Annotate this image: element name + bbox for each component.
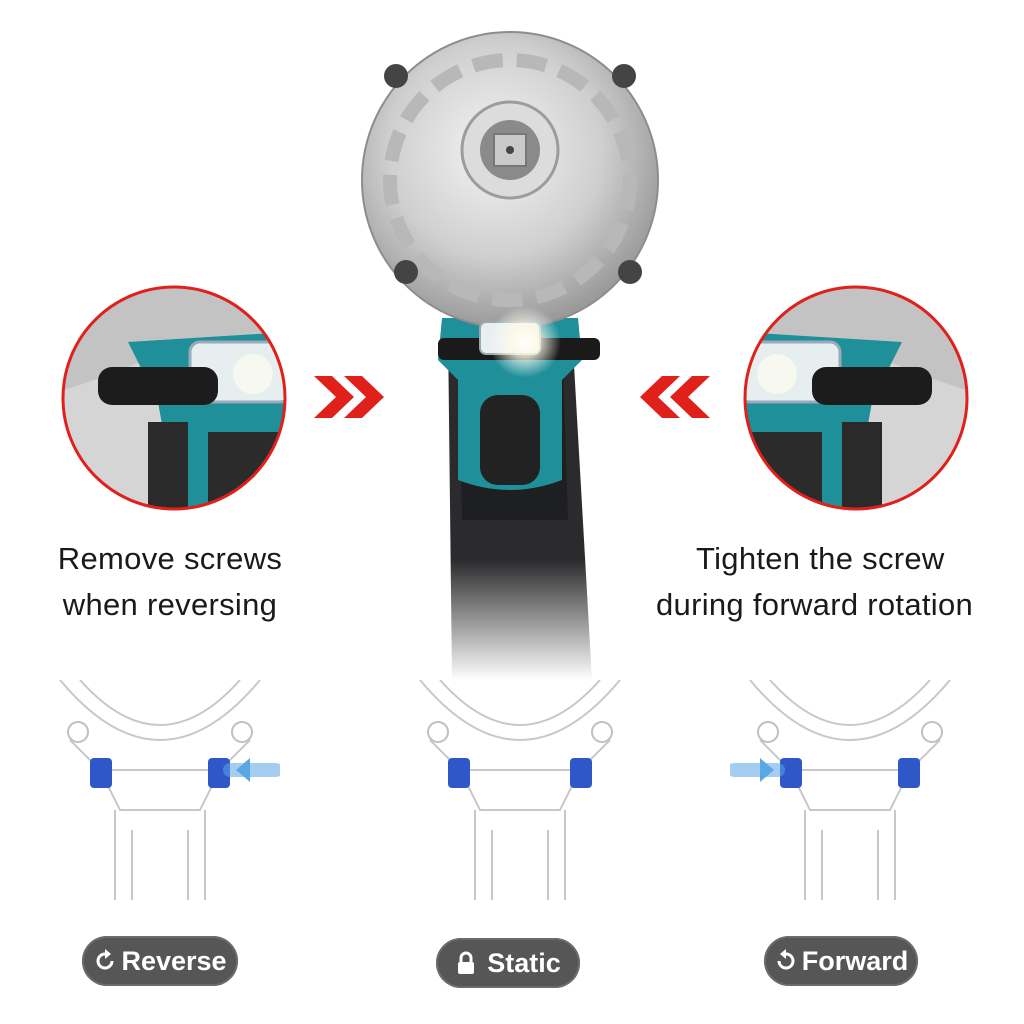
chevron-left-arrows-icon bbox=[640, 376, 710, 418]
static-mode-pill: Static bbox=[436, 938, 580, 988]
reverse-caption-line-2: when reversing bbox=[62, 587, 278, 622]
forward-caption-line-2: during forward rotation bbox=[656, 587, 974, 622]
forward-mode-label: Forward bbox=[801, 945, 909, 976]
impact-wrench-image bbox=[361, 31, 659, 680]
forward-caption-line-1: Tighten the screw bbox=[696, 541, 945, 576]
static-diagram bbox=[419, 680, 621, 900]
clockwise-arrow-icon bbox=[774, 949, 798, 973]
chevron-right-arrows-icon bbox=[314, 376, 384, 418]
reverse-mode-pill: Reverse bbox=[82, 936, 238, 986]
reverse-closeup-image bbox=[61, 285, 287, 511]
lock-icon bbox=[455, 951, 477, 975]
reverse-diagram bbox=[59, 680, 280, 900]
counterclockwise-arrow-icon bbox=[93, 949, 117, 973]
static-mode-label: Static bbox=[487, 947, 561, 978]
reverse-mode-label: Reverse bbox=[121, 945, 227, 976]
reverse-caption: Remove screws when reversing bbox=[20, 536, 320, 628]
forward-mode-pill: Forward bbox=[764, 936, 918, 986]
selector-button-left bbox=[90, 758, 112, 788]
forward-closeup-image bbox=[743, 285, 969, 511]
reverse-caption-line-1: Remove screws bbox=[57, 541, 283, 576]
selector-button-right bbox=[208, 758, 230, 788]
forward-caption: Tighten the screw during forward rotatio… bbox=[640, 536, 1024, 628]
forward-diagram bbox=[730, 680, 951, 900]
